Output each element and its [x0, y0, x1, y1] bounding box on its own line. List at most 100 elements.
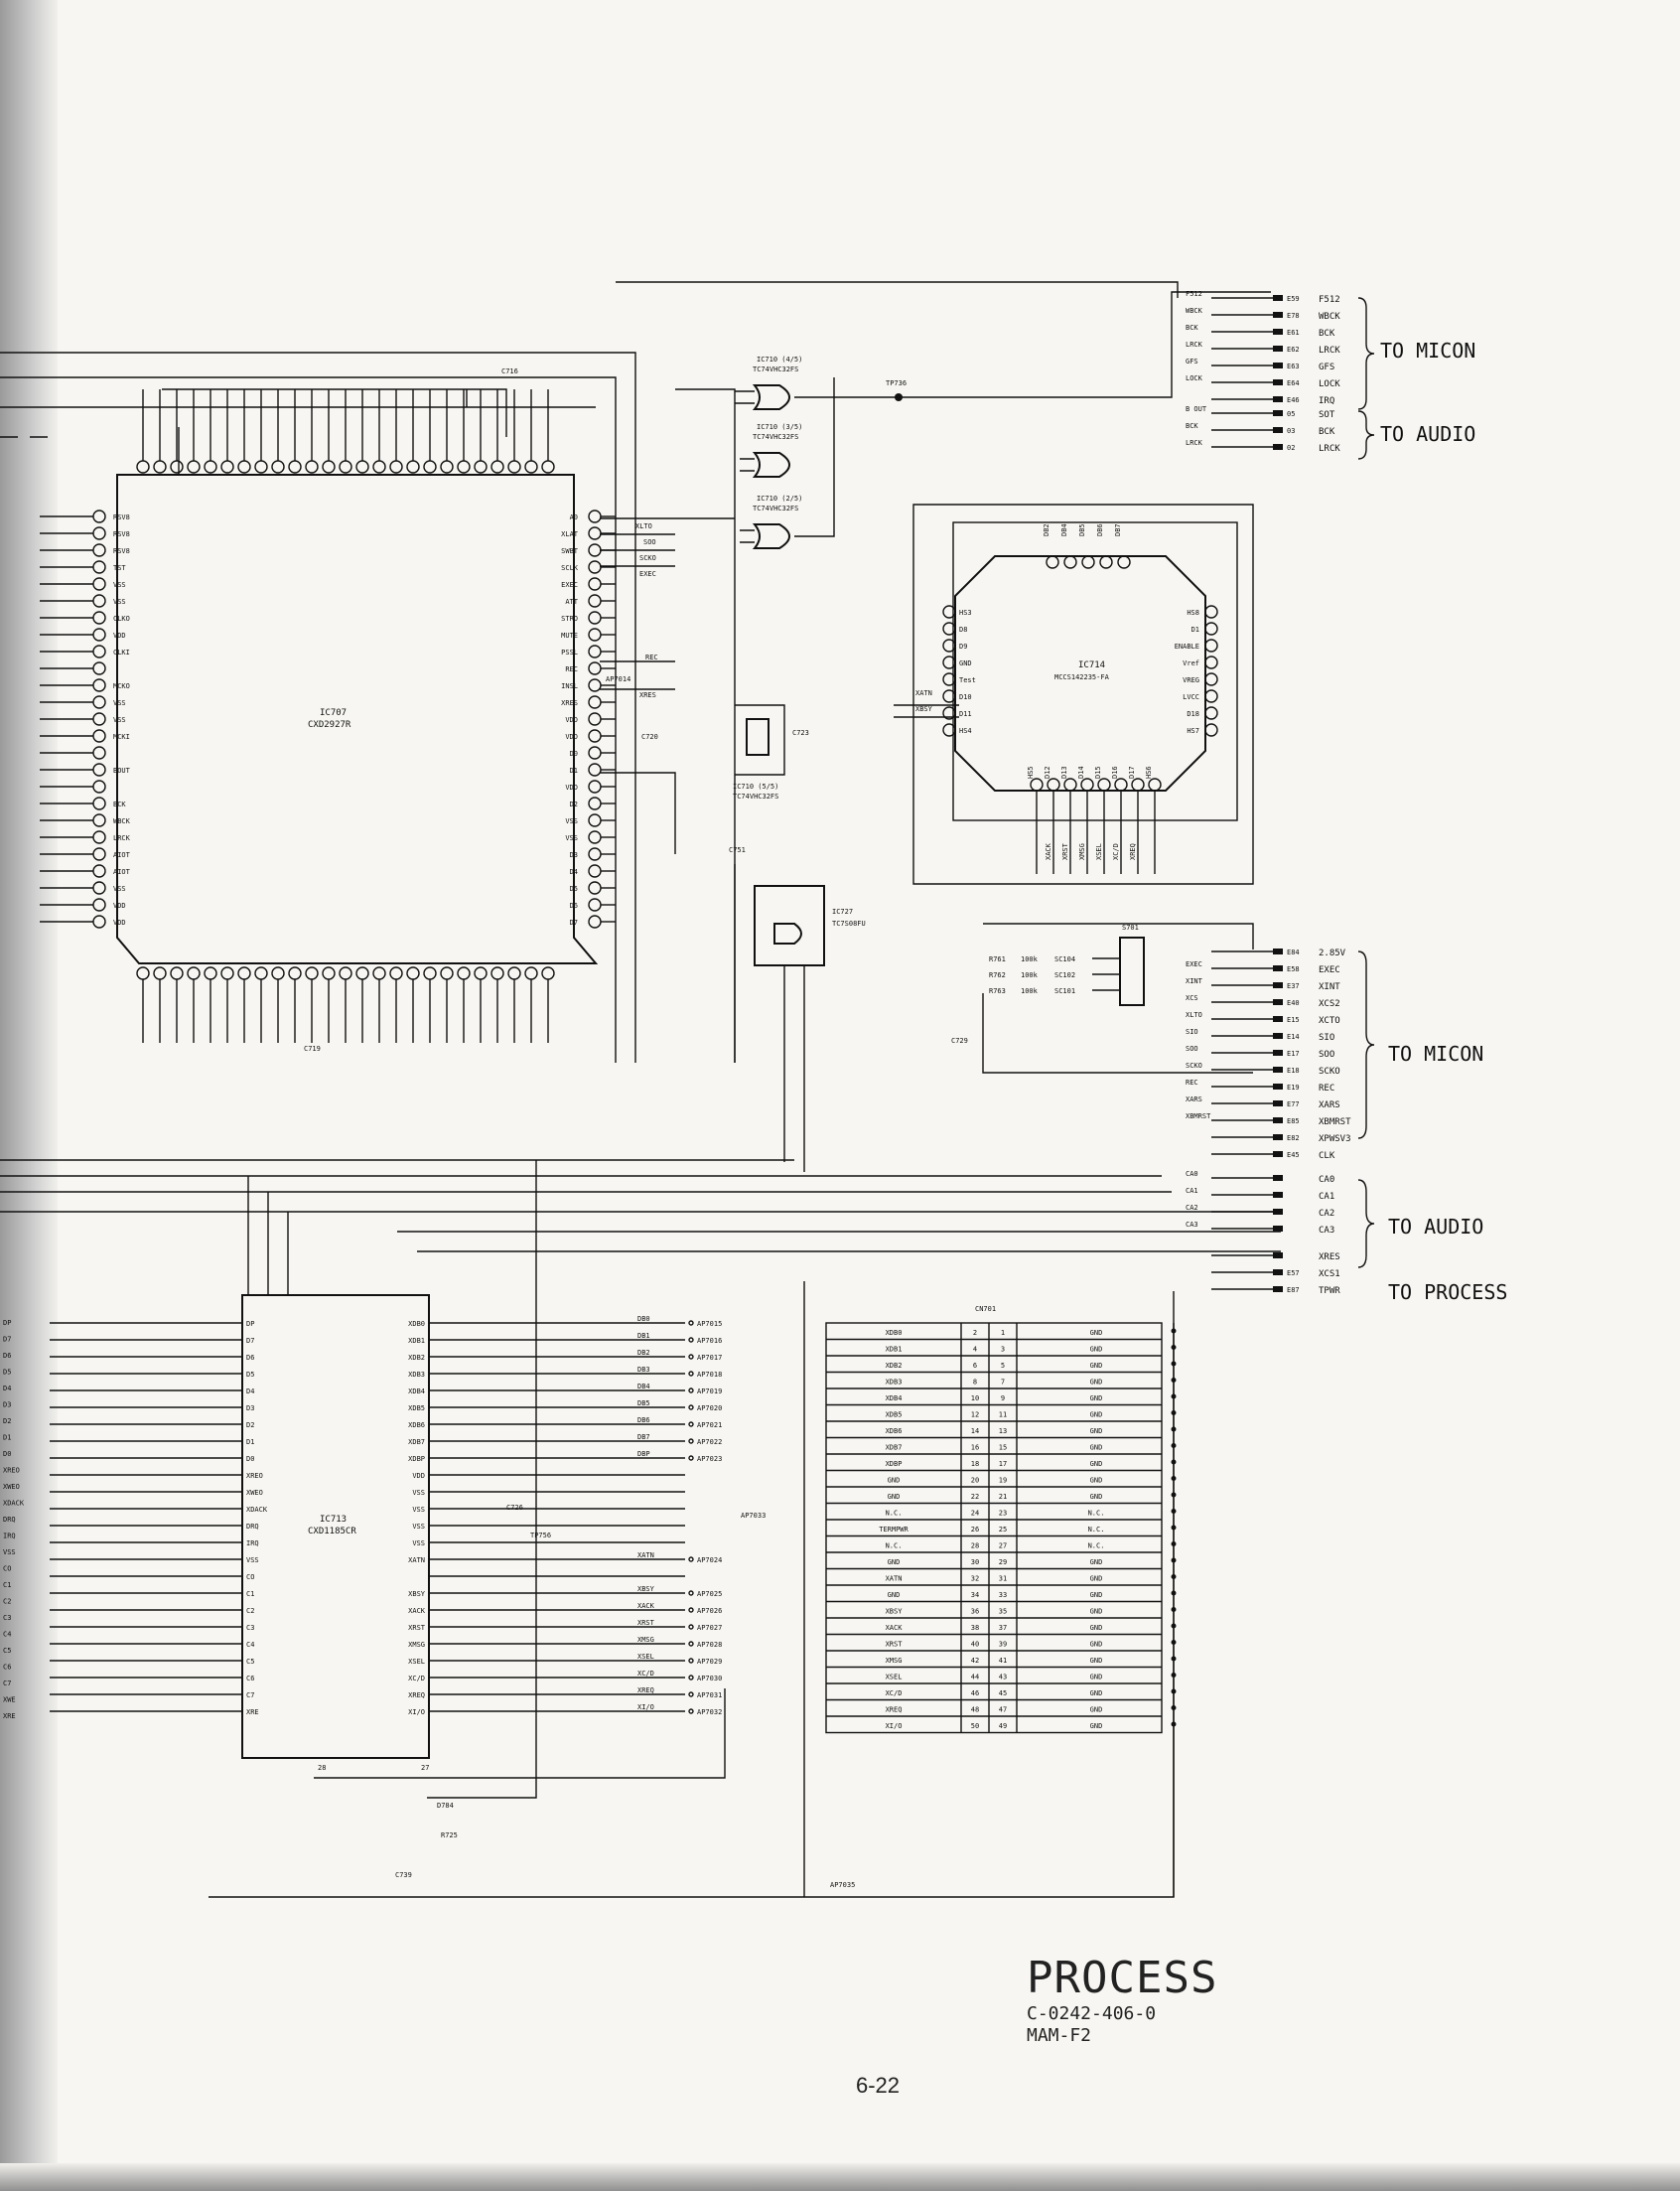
c719-label: C719 [304, 1045, 321, 1053]
ic713-right-tp-label: AP7029 [697, 1658, 722, 1666]
ic713-right-tp-label: AP7017 [697, 1354, 722, 1362]
ic713-left-pins: DPD7D6D5D4D3D2D1D0XREOXWEOXDACKDRQIRQVSS… [50, 1320, 268, 1716]
ic714-left-pin-marker [942, 656, 956, 669]
ic714-top-pin-label: DB4 [1060, 523, 1068, 536]
ic707-right-pin-marker [588, 526, 602, 540]
ic714-bottom-pin-label: D13 [1060, 766, 1068, 779]
cn701-pin-b: 1 [1001, 1329, 1005, 1337]
cn701-pin-a: 2 [973, 1329, 977, 1337]
ic713-right-tp-label: AP7030 [697, 1675, 722, 1682]
ic707-top-pin-marker [254, 460, 268, 474]
cn701-pin-b: 21 [999, 1493, 1007, 1501]
ic714-bottom-pin-label: D14 [1077, 766, 1085, 779]
page-title: PROCESS [1027, 1953, 1218, 2003]
ic713-right-tp-label: AP7016 [697, 1337, 722, 1345]
title-block: PROCESS C-0242-406-0 MAM-F2 [1027, 1953, 1217, 2047]
conn-mid-row-pad-marker [1273, 1151, 1283, 1157]
conn-mid-row-pad-label: E40 [1287, 999, 1300, 1007]
conn-top-row-pad-label: E61 [1287, 329, 1300, 337]
ic713-right-pin-label: XDB5 [408, 1404, 425, 1412]
cn701-gnd: GND [1090, 1329, 1103, 1337]
ic714-bottom-net-label: XC/D [1112, 843, 1120, 860]
conn-mid-row-label: CLK [1319, 1151, 1335, 1161]
conn-mid-row-pad-label: E77 [1287, 1100, 1300, 1108]
ic714-bottom-pin-marker [1097, 778, 1111, 792]
left-edge-signal-label: C1 [3, 1581, 11, 1589]
cn701-gnd: GND [1090, 1674, 1103, 1681]
ic707-left-pin-marker [92, 729, 106, 743]
ic707-bottom-pin-marker [271, 966, 285, 980]
to-audio-mid: TO AUDIO [1388, 1215, 1483, 1239]
ic707-right-pin-marker [588, 543, 602, 557]
page-bottom-shadow [0, 2163, 1680, 2191]
net-label-xres: XRES [639, 691, 656, 699]
ic707-bottom-pin-marker [170, 966, 184, 980]
ic707-top-pin-marker [474, 460, 488, 474]
conn-mid-row-pad-marker [1273, 949, 1283, 954]
cn701-pin-b: 37 [999, 1624, 1007, 1632]
ic707-bottom-pin-marker [136, 966, 150, 980]
ic707-right-pin-marker [588, 678, 602, 692]
ic714-top-pin-marker [1081, 555, 1095, 569]
cn701-gnd: GND [1090, 1706, 1103, 1714]
pin-27: 27 [421, 1764, 429, 1772]
ic707-bottom-pin-marker [187, 966, 201, 980]
cn701-signal: XDB2 [886, 1362, 903, 1370]
left-edge-signal-label: C6 [3, 1664, 11, 1672]
ic714-right-pin-label: ENABLE [1175, 643, 1199, 651]
ic713-right-net-label: XC/D [637, 1670, 654, 1678]
ic713-left-pin-label: C5 [246, 1658, 254, 1666]
cn701-signal: N.C. [886, 1542, 903, 1550]
ic713-right-net-label: DB5 [637, 1399, 650, 1407]
ic714-left-pin-marker [942, 605, 956, 619]
conn-mid-row-pad-marker [1273, 1100, 1283, 1106]
cn701-pin-b: 15 [999, 1444, 1007, 1452]
cn701-pin-a: 42 [971, 1657, 979, 1665]
ap7014-label: AP7014 [606, 675, 630, 683]
ic710-5-body [746, 718, 770, 756]
cn701-gnd: N.C. [1088, 1510, 1105, 1518]
ic713-right-tp-label: AP7025 [697, 1590, 722, 1598]
ic713-right-pin-label: XDB3 [408, 1371, 425, 1379]
conn-top-row-pad-marker [1273, 295, 1283, 301]
ic713-right-net-label: XI/O [637, 1703, 654, 1711]
page-binding-shadow [0, 0, 58, 2191]
conn-audio-row-label: CA1 [1319, 1192, 1334, 1202]
conn-mid-row-label: XCS2 [1319, 999, 1340, 1009]
conn-top-row-pad-label: E59 [1287, 295, 1300, 303]
ic707-top-pin-marker [507, 460, 521, 474]
s701-resistor-ref: R762 [989, 971, 1006, 979]
ic707-left-pin-label: WBCK [113, 817, 131, 825]
ic707-right-pin-label: ATT [565, 598, 578, 606]
ic707-left-pin-marker [92, 510, 106, 523]
ic707-left-pin-marker [92, 543, 106, 557]
ic707-right-pin-label: D7 [570, 919, 578, 927]
ic710-4-ref: IC710 (4/5) [757, 356, 802, 364]
ic713-right-tp-marker [688, 1337, 694, 1343]
ic707-right-pin-label: A0 [570, 513, 578, 521]
conn-top-row-label: LOCK [1319, 379, 1340, 389]
ic714-left-pin-label: HS3 [959, 609, 972, 617]
conn-mid-row-pad-marker [1273, 1016, 1283, 1022]
ic707-top-pin-marker [389, 460, 403, 474]
ic707-left-pin-label: VSS [113, 699, 126, 707]
ic714-bottom-net-label: XMSG [1078, 843, 1086, 860]
cn701-gnd: GND [1090, 1346, 1103, 1354]
cn701-pin-b: 5 [1001, 1362, 1005, 1370]
ic707-right-pin-label: VSS [565, 817, 578, 825]
conn-mid-row-pad-label: E14 [1287, 1033, 1300, 1041]
c729-label: C729 [951, 1037, 968, 1045]
ic714-bottom-pin-marker [1131, 778, 1145, 792]
ic713-right-pin-label: XDB2 [408, 1354, 425, 1362]
ic707-top-pin-marker [524, 460, 538, 474]
cn701-signal: GND [888, 1477, 901, 1485]
conn-top-row-net-label: WBCK [1186, 307, 1203, 315]
ic707-bottom-pin-marker [524, 966, 538, 980]
ic707-left-pin-marker [92, 763, 106, 777]
